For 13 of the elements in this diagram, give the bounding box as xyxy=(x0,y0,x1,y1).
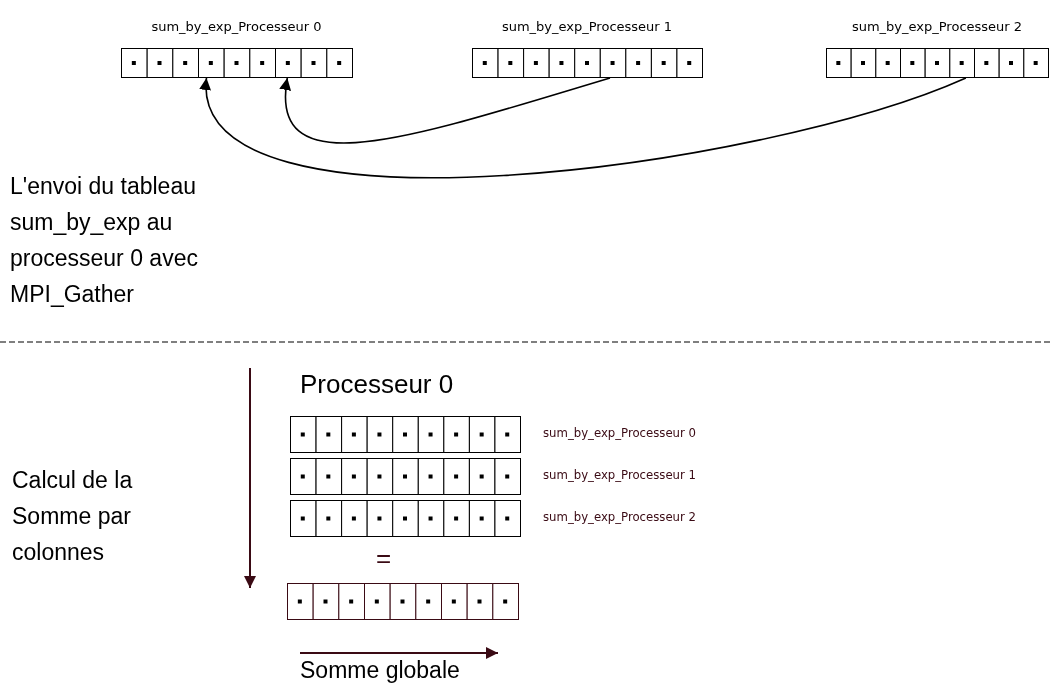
caption-text: Calcul de la Somme par colonnes xyxy=(12,466,134,567)
array-label: sum_by_exp_Processeur 0 xyxy=(150,18,323,36)
arrow xyxy=(202,77,967,179)
caption-text: L'envoi du tableau sum_by_exp au processeur 0 avec MPI_Gather xyxy=(10,172,199,309)
heading-text: Processeur 0 xyxy=(300,368,454,401)
equals-sign: = xyxy=(376,542,392,575)
arrow xyxy=(280,77,611,144)
caption-text: Somme globale xyxy=(300,656,460,685)
array-caption: sum_by_exp_Processeur 2 xyxy=(543,509,696,524)
array-caption: sum_by_exp_Processeur 0 xyxy=(543,425,696,440)
array-label: sum_by_exp_Processeur 2 xyxy=(850,18,1024,36)
array-label: sum_by_exp_Processeur 1 xyxy=(500,18,674,36)
array-caption: sum_by_exp_Processeur 1 xyxy=(543,467,696,482)
